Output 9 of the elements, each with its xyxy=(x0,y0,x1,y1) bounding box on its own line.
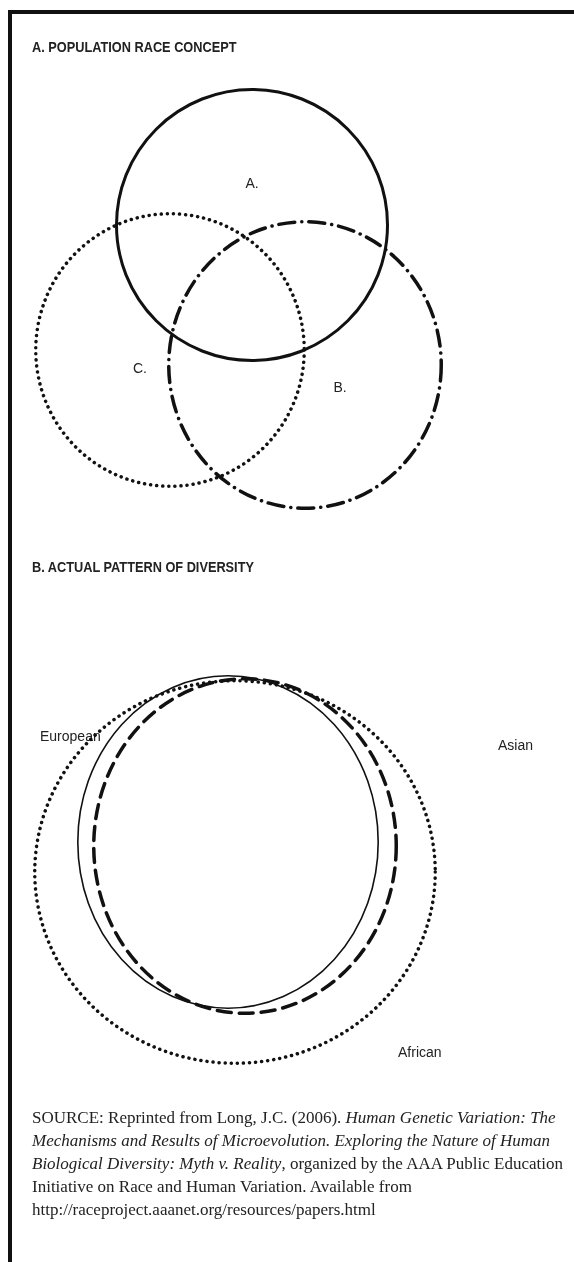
section-heading: A. POPULATION RACE CONCEPT xyxy=(32,38,237,55)
group-label: Asian xyxy=(498,737,534,753)
group-label: African xyxy=(398,1044,442,1060)
circle-label: A. xyxy=(245,175,259,191)
group-label: European xyxy=(40,728,101,744)
circle-label: B. xyxy=(333,379,347,395)
circle-label: C. xyxy=(133,360,147,376)
section-heading: B. ACTUAL PATTERN OF DIVERSITY xyxy=(32,558,254,575)
source-caption: SOURCE: Reprinted from Long, J.C. (2006). Human Genetic Variation: The Mechanisms and Results of Microevolution. Exploring the Nature of Human Biological Diversity: Myth v. Reality, organized by the AAA Public Education Initiative on Race and Human Variation. Available from http://raceproject.aaanet.org/resources/papers.html xyxy=(32,1107,564,1221)
